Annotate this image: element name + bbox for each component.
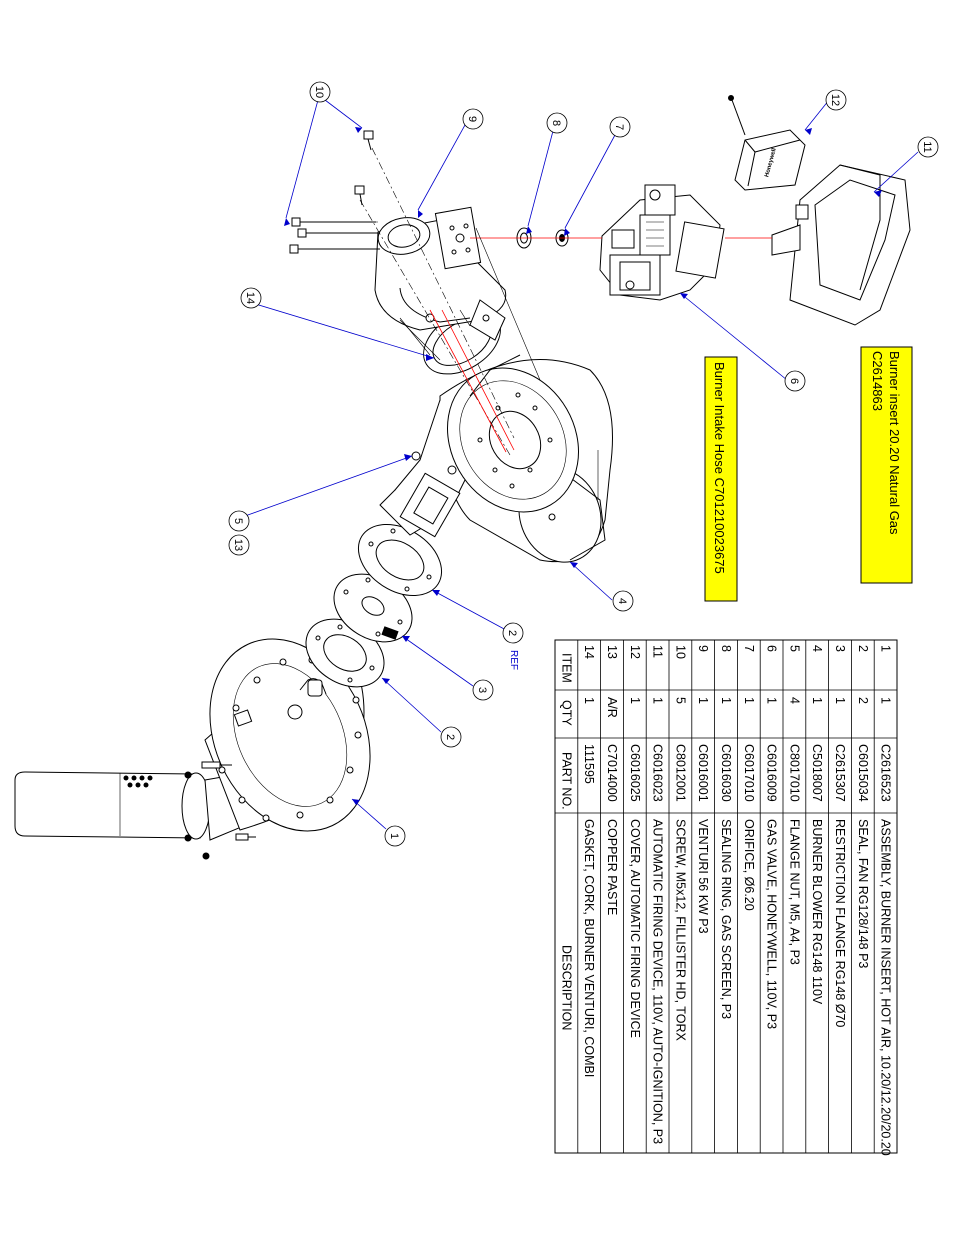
leader-lines <box>244 99 919 830</box>
part-9-venturi <box>374 206 507 341</box>
part-12-cover <box>728 95 806 191</box>
table-header-part: PART NO. <box>559 752 573 810</box>
table-cell-qty: 1 <box>810 697 824 704</box>
callout-1: 1 <box>388 833 400 839</box>
table-cell-part: C6016001 <box>696 744 710 802</box>
table-cell-part: C6016025 <box>628 744 642 802</box>
table-header-qty: QTY <box>559 700 573 726</box>
table-cell-item: 4 <box>810 645 824 652</box>
callout-6: 6 <box>788 378 800 384</box>
table-cell-item: 14 <box>582 645 596 659</box>
table-cell-desc: ASSEMBLY, BURNER INSERT, HOT AIR, 10.20/… <box>879 819 893 1156</box>
table-cell-desc: BURNER BLOWER RG148 110V <box>810 819 824 1005</box>
table-cell-desc: COPPER PASTE <box>605 819 619 915</box>
table-cell-item: 8 <box>719 645 733 652</box>
callout-7: 7 <box>613 124 625 130</box>
table-cell-qty: 1 <box>651 697 665 704</box>
table-cell-part: C5018007 <box>810 744 824 802</box>
table-cell-part: C6016030 <box>719 744 733 802</box>
table-cell-item: 12 <box>628 645 642 659</box>
table-cell-part: C2616523 <box>879 744 893 802</box>
table-cell-item: 9 <box>696 645 710 652</box>
table-cell-item: 13 <box>605 645 619 659</box>
callout-8: 8 <box>550 120 562 126</box>
table-cell-item: 6 <box>765 645 779 652</box>
note-burner-insert-line1: Burner insert 20.20 Natural Gas <box>887 351 902 535</box>
callout-5: 5 <box>232 518 244 524</box>
note-burner-insert: Burner insert 20.20 Natural Gas C2614863 <box>860 346 913 584</box>
table-header-desc: DESCRIPTION <box>559 945 573 1030</box>
table-cell-desc: SEALING RING, GAS SCREEN, P3 <box>719 819 733 1019</box>
table-cell-desc: SEAL, FAN RG128/148 P3 <box>856 819 870 968</box>
table-cell-item: 11 <box>651 645 665 658</box>
callout-3: 3 <box>476 687 488 693</box>
callout-labels: 1 2 3 2 4 5 13 6 7 8 9 10 11 12 14 <box>232 86 933 839</box>
table-cell-desc: FLANGE NUT, M5, A4, P3 <box>787 819 801 965</box>
callout-2-lower: 2 <box>444 734 456 740</box>
callout-12: 12 <box>829 94 841 106</box>
part-2-seal-upper <box>357 524 443 596</box>
table-cell-qty: 1 <box>833 697 847 704</box>
callout-14: 14 <box>244 292 256 304</box>
table-cell-qty: A/R <box>605 697 619 718</box>
callout-4: 4 <box>616 598 628 604</box>
table-cell-item: 5 <box>787 645 801 652</box>
table-cell-qty: 5 <box>673 697 687 704</box>
table-cell-part: C6017010 <box>742 744 756 802</box>
red-assembly-lines <box>429 237 772 453</box>
part-drawings <box>14 95 911 860</box>
table-cell-part: C6016023 <box>651 744 665 802</box>
table-cell-desc: ORIFICE, Ø6.20 <box>742 819 756 911</box>
table-cell-qty: 1 <box>765 697 779 704</box>
note-burner-insert-line2: C2614863 <box>870 351 885 411</box>
table-cell-part: C6015034 <box>856 744 870 802</box>
callout-2-ref-label: REF <box>508 650 519 670</box>
table-cell-qty: 1 <box>582 697 596 704</box>
callout-11: 11 <box>921 141 933 152</box>
callout-bubbles <box>228 81 939 847</box>
table-cell-desc: VENTURI 56 KW P3 <box>696 819 710 934</box>
table-cell-desc: SCREW, M5x12, FILLISTER HD, TORX <box>673 819 687 1041</box>
table-cell-desc: COVER, AUTOMATIC FIRING DEVICE <box>628 819 642 1038</box>
table-cell-desc: GAS VALVE, HONEYWELL, 110V, P3 <box>765 819 779 1029</box>
table-cell-qty: 2 <box>856 697 870 704</box>
table-cell-desc: RESTRICTION FLANGE RG148 Ø70 <box>833 819 847 1027</box>
table-cell-qty: 1 <box>696 697 710 704</box>
part-4-burner-blower <box>379 354 613 563</box>
table-cell-part: 111595 <box>582 744 596 784</box>
table-cell-part: C7014000 <box>605 744 619 802</box>
note-intake-hose: Burner Intake Hose C701210023675 <box>704 356 738 602</box>
part-1-burner-insert <box>14 638 371 860</box>
callout-9: 9 <box>466 116 478 122</box>
table-cell-item: 2 <box>856 645 870 652</box>
table-cell-item: 1 <box>879 645 893 652</box>
part-6-gas-valve <box>599 184 725 301</box>
table-cell-desc: AUTOMATIC FIRING DEVICE, 110V, AUTO-IGNI… <box>651 819 665 1144</box>
callout-13: 13 <box>232 539 244 551</box>
table-cell-qty: 1 <box>628 697 642 704</box>
table-cell-item: 7 <box>742 645 756 652</box>
part-10-screws <box>289 130 380 254</box>
table-cell-qty: 1 <box>742 697 756 704</box>
table-cell-item: 10 <box>673 645 687 659</box>
table-cell-qty: 4 <box>787 697 801 704</box>
table-cell-part: C8012001 <box>673 744 687 802</box>
table-cell-desc: GASKET, CORK, BURNER VENTURI, COMBI <box>582 819 596 1077</box>
table-header-item: ITEM <box>559 653 573 683</box>
table-cell-qty: 1 <box>719 697 733 704</box>
callout-2-upper: 2 <box>506 630 518 636</box>
part-11-firing-device <box>771 164 911 326</box>
table-cell-part: C8017010 <box>787 744 801 802</box>
leader-arrowheads <box>284 127 882 805</box>
note-intake-hose-text: Burner Intake Hose C701210023675 <box>712 362 727 574</box>
table-cell-qty: 1 <box>879 697 893 704</box>
black-construction-lines <box>399 227 541 381</box>
table-cell-part: C2615307 <box>833 744 847 802</box>
table-cell-item: 3 <box>833 645 847 652</box>
table-cell-part: C6016009 <box>765 744 779 802</box>
callout-10: 10 <box>313 86 325 98</box>
